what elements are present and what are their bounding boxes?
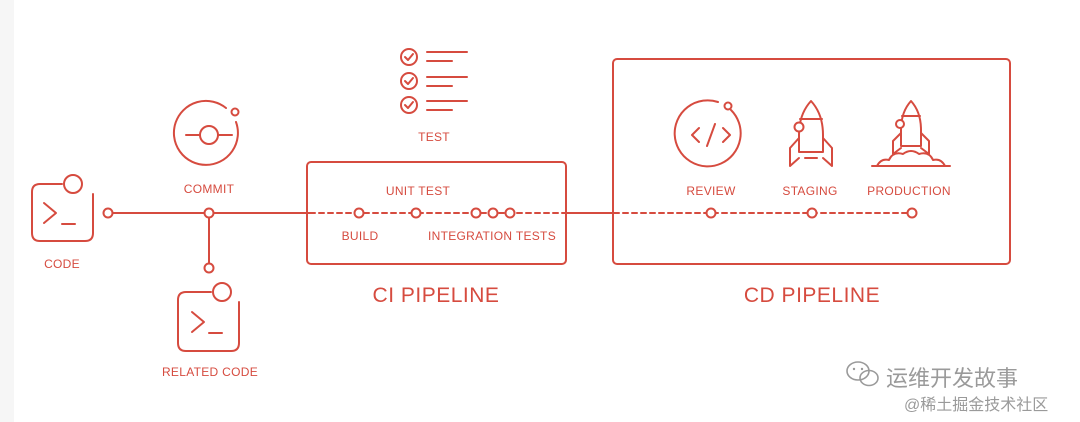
label-staging: STAGING — [782, 184, 838, 198]
node-related-code — [203, 262, 215, 274]
code-brackets-icon — [673, 99, 742, 168]
terminal-icon — [177, 282, 240, 352]
node-review — [705, 207, 717, 219]
node-staging — [806, 207, 818, 219]
label-related-code: RELATED CODE — [161, 365, 259, 379]
terminal-icon — [31, 174, 94, 242]
node-production — [906, 207, 918, 219]
node-integration-1 — [470, 207, 482, 219]
watermark-subtitle: @稀土掘金技术社区 — [904, 397, 1049, 414]
watermark-title: 运维开发故事 — [886, 366, 1019, 391]
rocket-icon — [789, 100, 833, 167]
label-integration-tests: INTEGRATION TESTS — [427, 229, 557, 243]
node-unit-test — [410, 207, 422, 219]
ci-pipeline-title: CI PIPELINE — [372, 284, 500, 307]
label-build: BUILD — [341, 229, 379, 243]
node-integration-3 — [504, 207, 516, 219]
checklist-icon — [400, 48, 468, 114]
commit-icon — [172, 99, 240, 166]
cd-pipeline-box — [612, 58, 1011, 265]
label-unit-test: UNIT TEST — [385, 184, 451, 198]
label-commit: COMMIT — [183, 182, 235, 196]
label-production: PRODUCTION — [867, 184, 951, 198]
wechat-logo — [846, 361, 879, 387]
left-edge-shade — [0, 0, 14, 422]
node-integration-2 — [487, 207, 499, 219]
cd-pipeline-title: CD PIPELINE — [743, 284, 881, 307]
label-test: TEST — [418, 130, 450, 144]
node-code — [102, 207, 114, 219]
ci-pipeline-box — [306, 161, 567, 265]
rocket-launch-icon — [871, 100, 951, 167]
label-code: CODE — [44, 257, 80, 271]
label-review: REVIEW — [686, 184, 736, 198]
node-commit — [203, 207, 215, 219]
node-build — [353, 207, 365, 219]
